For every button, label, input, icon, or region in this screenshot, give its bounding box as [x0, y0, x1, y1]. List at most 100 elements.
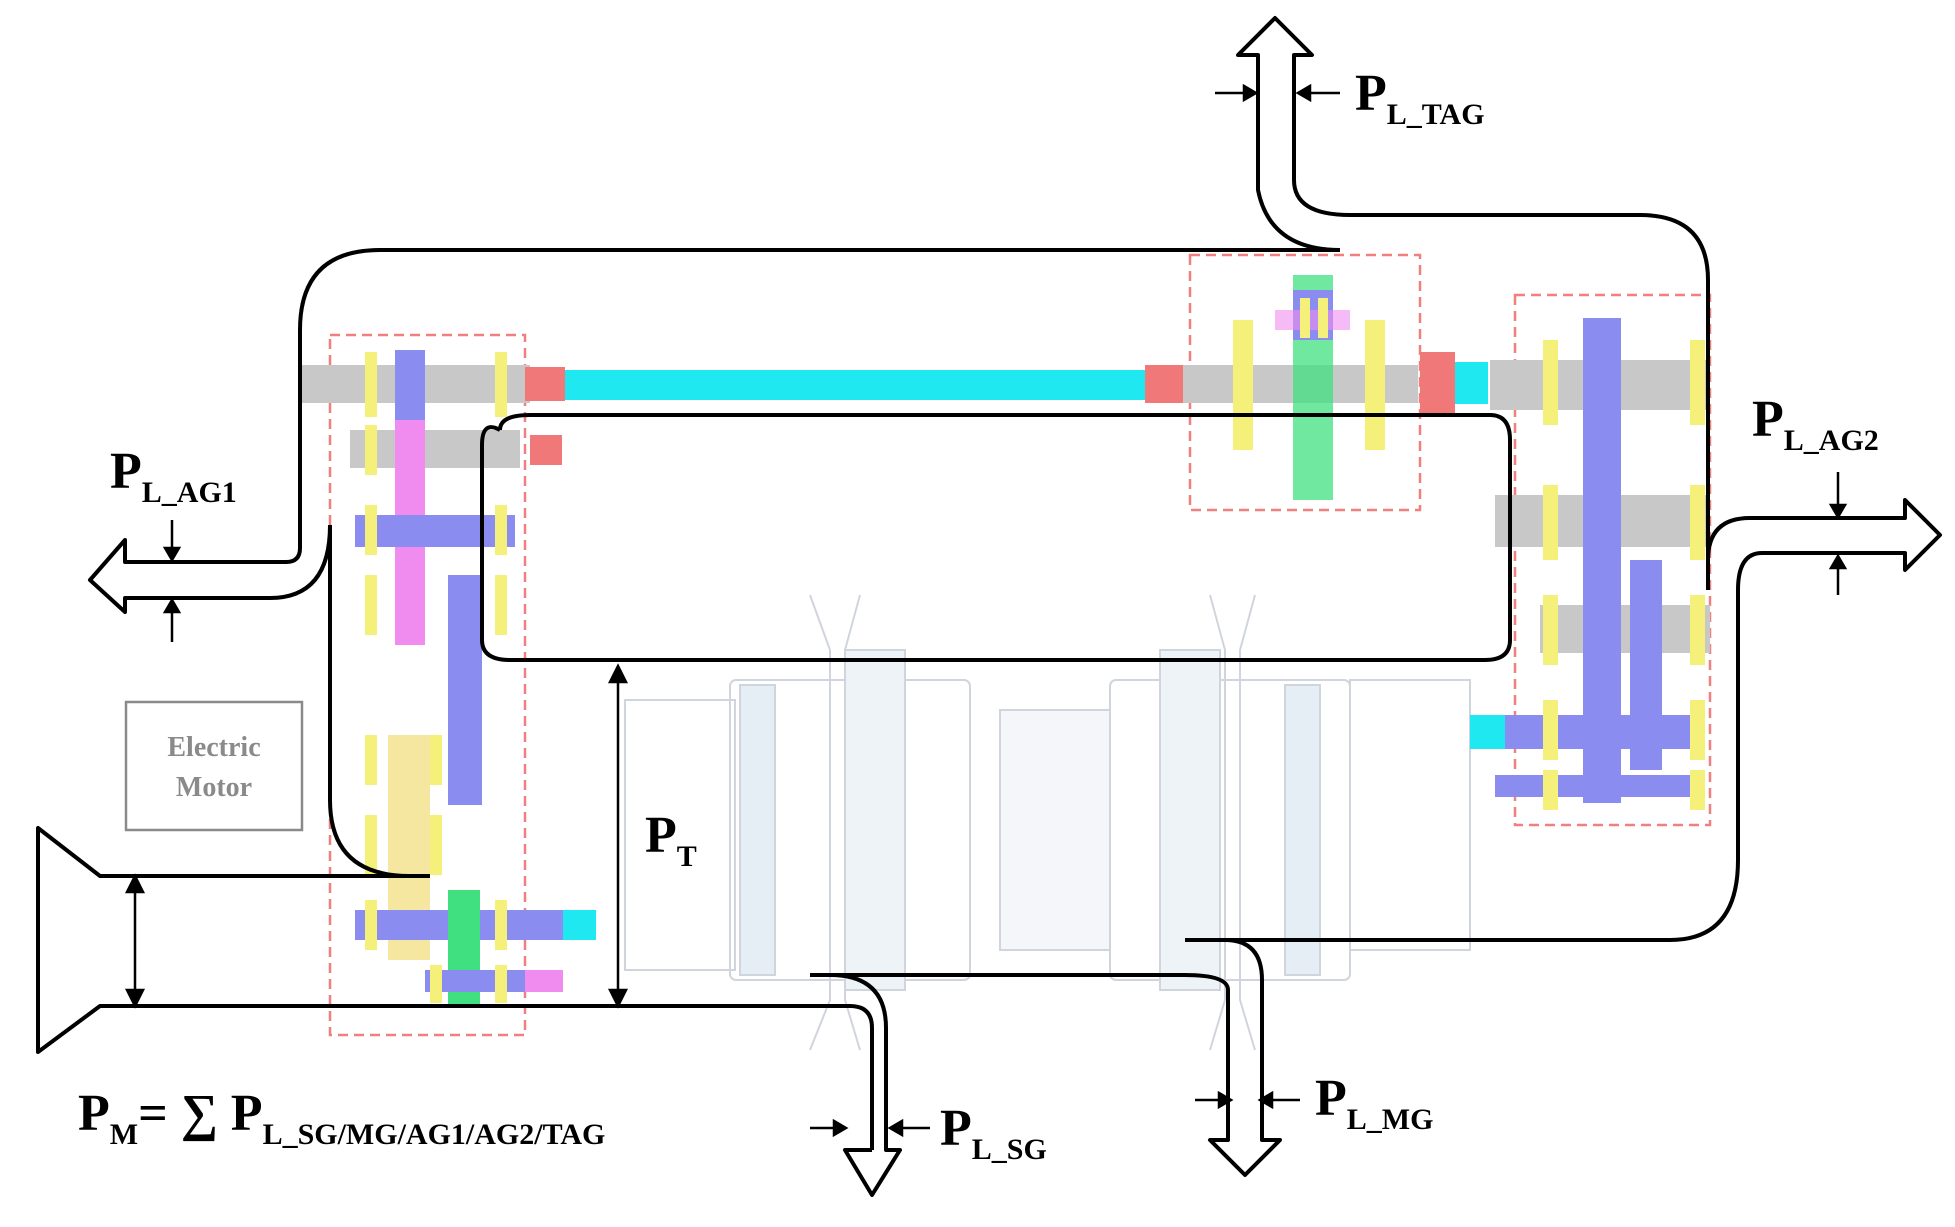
bearing — [365, 575, 377, 635]
power-flow-outline — [36, 16, 1942, 1197]
bearing — [1318, 298, 1328, 338]
sg-pinch-left-head — [832, 1118, 849, 1138]
ag2-pinch-top-head — [1828, 503, 1848, 520]
bearing — [1233, 320, 1253, 450]
disc-left — [844, 649, 906, 991]
tag-pinch-left-head — [1242, 83, 1259, 103]
gear-pink — [1275, 310, 1350, 330]
ag2-output-arrow — [1185, 498, 1942, 942]
bearing — [365, 815, 377, 875]
gearbox-ag2-components — [1470, 318, 1710, 810]
mg-output-arrow — [810, 938, 1282, 1177]
label-sub: L_AG2 — [1784, 424, 1879, 457]
bearing — [1300, 298, 1310, 338]
inner-loop — [480, 413, 1512, 662]
label-p-t: PT — [645, 807, 697, 873]
disc-right — [1159, 649, 1221, 991]
label-sub: T — [677, 840, 697, 873]
bearing — [495, 505, 507, 555]
tag-output-arrow — [1236, 16, 1710, 590]
bearing — [1543, 770, 1558, 810]
electric-motor-box — [124, 700, 304, 832]
equation-rhs-main: P — [231, 1085, 263, 1142]
mg-pinch-right-head — [1257, 1090, 1274, 1110]
coupling-red — [1420, 352, 1455, 414]
shaft-blue — [1505, 715, 1705, 749]
gearbox-tag-components — [1183, 275, 1488, 500]
bearing — [495, 575, 507, 635]
gearbox-ag2-box — [1513, 293, 1712, 827]
label-main: P — [1355, 65, 1387, 122]
gear-blue — [448, 575, 482, 805]
label-main: P — [645, 807, 677, 864]
power-balance-equation: PM= ∑ PL_SG/MG/AG1/AG2/TAG — [78, 1085, 605, 1151]
ag1-output-arrow — [88, 524, 332, 614]
bearing — [495, 352, 507, 417]
shaft-pink — [1495, 775, 1705, 797]
pm-arrow-head-top — [124, 873, 146, 894]
bearing — [1690, 595, 1705, 665]
bearing — [1365, 320, 1385, 450]
bearing — [365, 505, 377, 555]
equation-lhs-main: P — [78, 1085, 110, 1142]
input-horn — [36, 826, 874, 1150]
shaft-blue — [355, 515, 515, 547]
motor-block-left — [624, 699, 736, 971]
bearing — [365, 735, 377, 785]
label-sub: L_AG1 — [142, 476, 237, 509]
right-pedestal — [1209, 594, 1226, 1051]
tag-pinch-right-head — [1295, 83, 1312, 103]
label-p-l-mg: PL_MG — [1315, 1070, 1433, 1136]
label-p-l-ag2: PL_AG2 — [1752, 391, 1879, 457]
left-pedestal — [809, 594, 831, 1051]
mg-pinch-left-head — [1217, 1090, 1234, 1110]
gearbox-ag1-components — [300, 350, 596, 1005]
right-pedestal-2 — [1239, 594, 1256, 1051]
label-main: P — [1315, 1070, 1347, 1127]
coupling-red — [530, 435, 562, 465]
transmission-shaft-cyan — [565, 370, 1145, 400]
label-sub: L_SG — [972, 1133, 1047, 1166]
bearing — [1543, 700, 1558, 760]
bearing — [365, 352, 377, 417]
equation-lhs-sub: M — [110, 1118, 138, 1151]
bearing — [365, 900, 377, 950]
outer-loop-top-left — [298, 248, 1340, 548]
shaft — [350, 430, 520, 468]
ag1-pinch-bottom-head — [162, 597, 182, 614]
coupling-cyan — [563, 910, 596, 940]
power-labels: PL_TAG PL_AG1 PL_AG2 PT PL_SG PL_MG — [110, 65, 1879, 1166]
right-flange — [1284, 684, 1321, 976]
bearing — [495, 900, 507, 950]
coupling-red — [1145, 365, 1183, 403]
left-pedestal-2 — [844, 594, 861, 1051]
coupling-cyan — [1455, 362, 1488, 404]
bearing — [495, 965, 507, 1003]
shaft-blue — [425, 970, 535, 992]
ag1-pinch-top-head — [162, 546, 182, 563]
coupling-pink — [525, 970, 563, 992]
shaft — [1540, 605, 1710, 653]
label-p-l-tag: PL_TAG — [1355, 65, 1485, 131]
equation-operator: = ∑ — [138, 1085, 231, 1142]
pt-arrow-head-top — [607, 663, 629, 684]
dimension-arrows — [124, 83, 1848, 1138]
inner-left-channel — [328, 525, 430, 878]
electric-motor: Electric Motor — [124, 700, 304, 832]
label-sub: L_MG — [1347, 1103, 1434, 1136]
coupling-cyan — [1470, 715, 1505, 749]
bearing — [430, 815, 442, 875]
pt-arrow-head-bottom — [607, 988, 629, 1009]
bearing — [1690, 340, 1705, 425]
label-p-l-sg: PL_SG — [940, 1100, 1047, 1166]
coupling-red — [525, 367, 565, 401]
label-main: P — [1752, 391, 1784, 448]
equation-rhs-sub: L_SG/MG/AG1/AG2/TAG — [263, 1118, 606, 1151]
machine-background — [624, 594, 1471, 1051]
bearing — [430, 965, 442, 1003]
sg-pinch-right-head — [887, 1118, 904, 1138]
electric-motor-label-line1: Electric — [167, 732, 260, 763]
bearing — [365, 425, 377, 475]
bearing — [1543, 340, 1558, 425]
